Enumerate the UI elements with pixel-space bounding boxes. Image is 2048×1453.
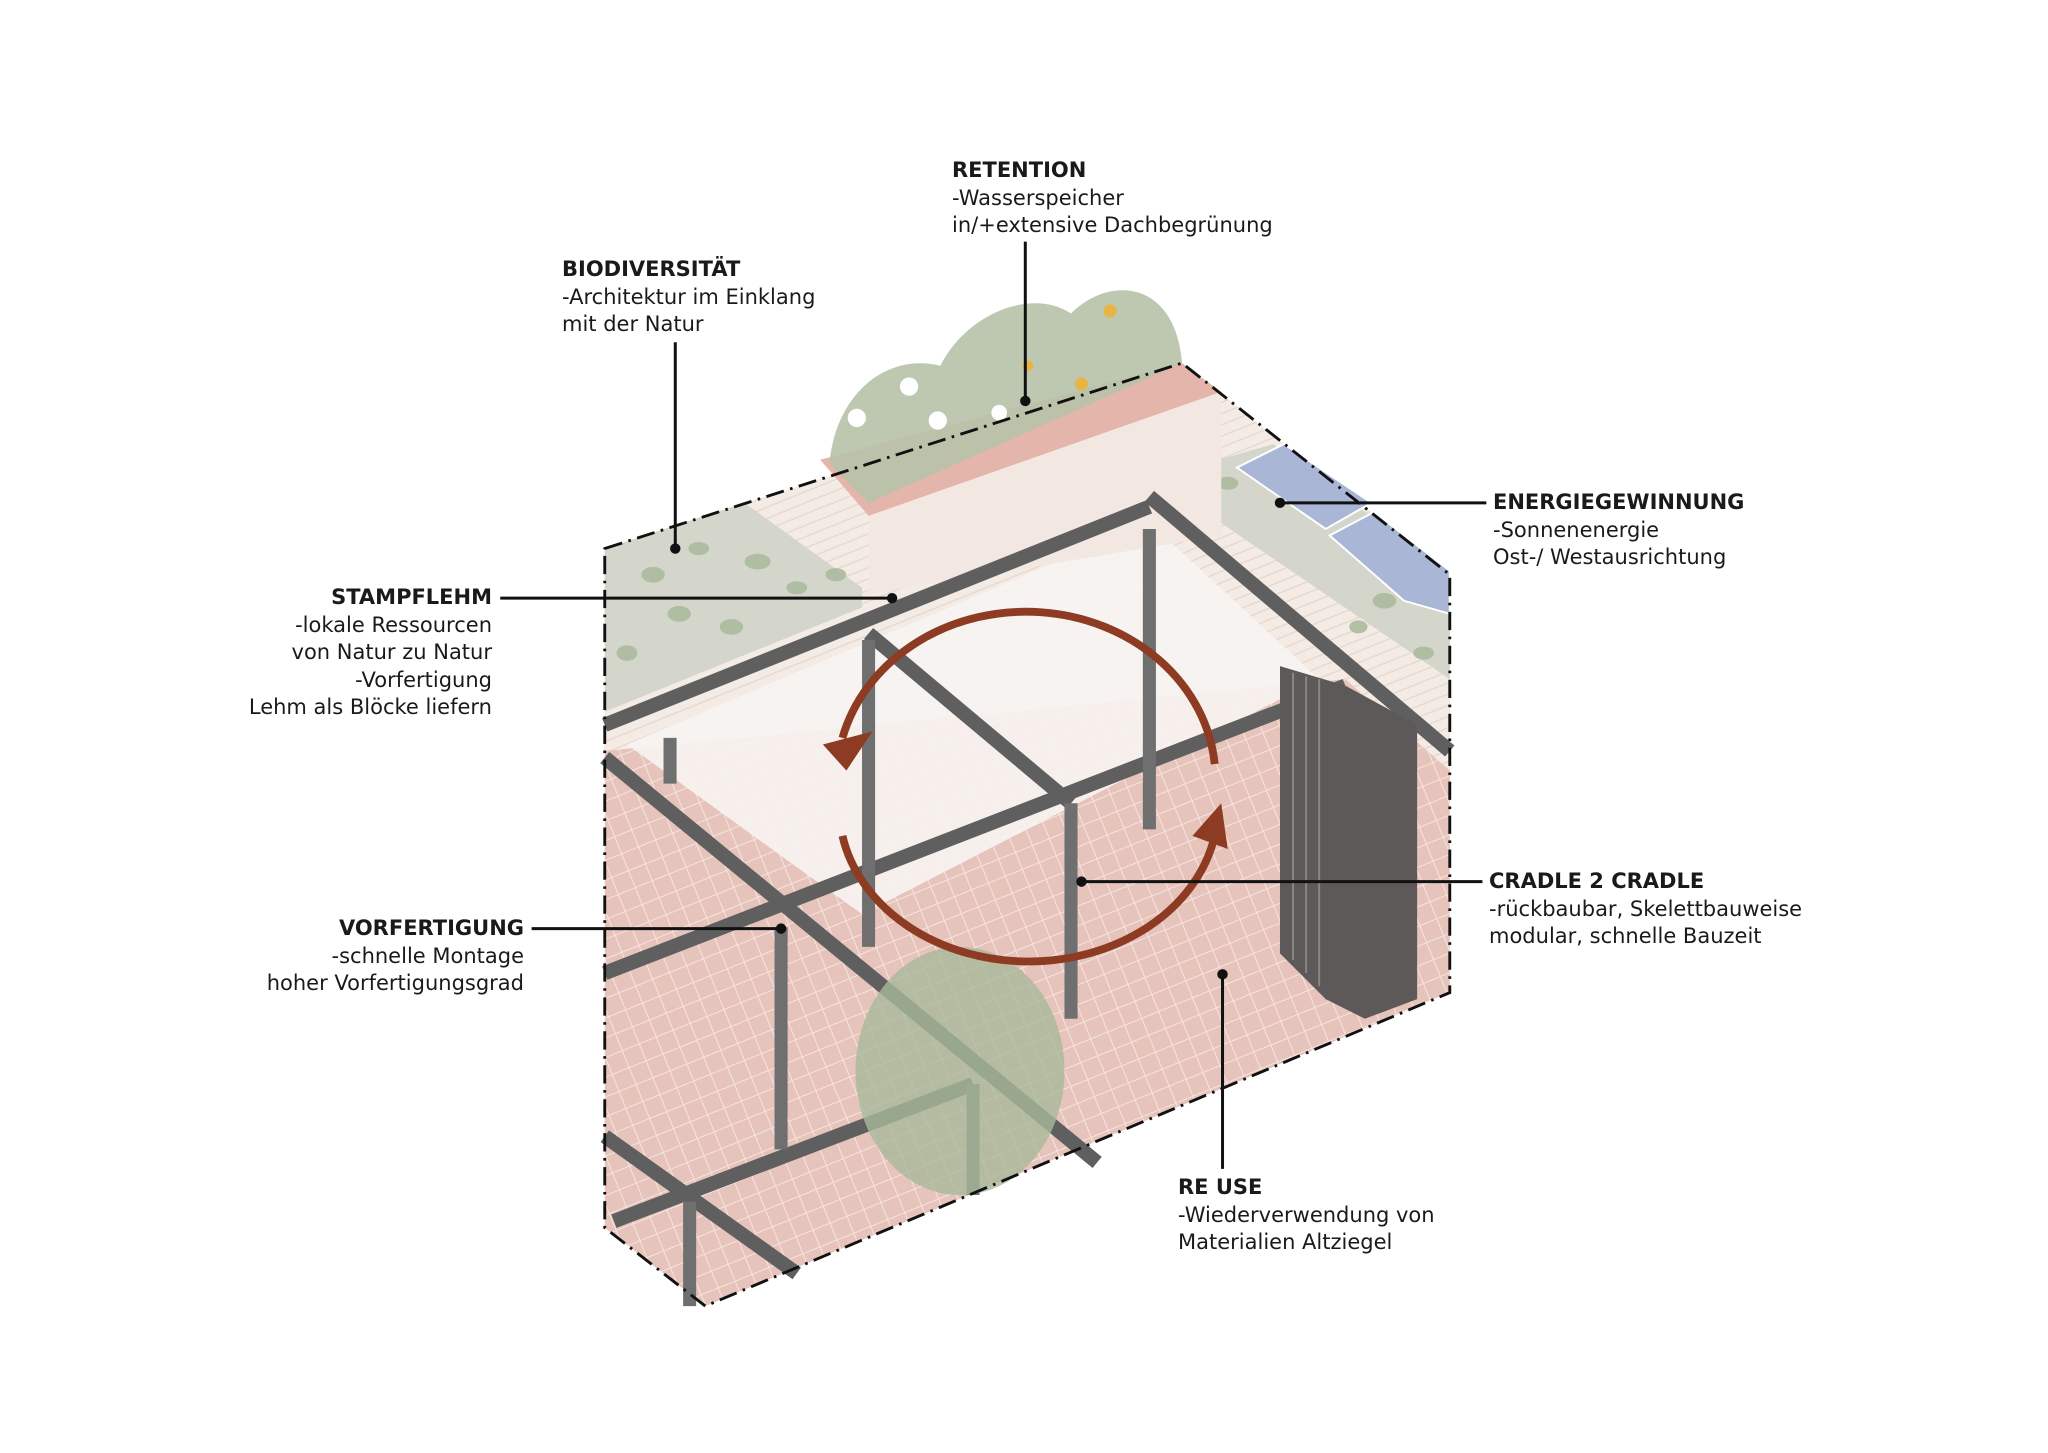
moss-patches bbox=[616, 476, 1435, 661]
leader-dots bbox=[670, 395, 1286, 980]
section-outline bbox=[603, 361, 1452, 1308]
arrow-head-left bbox=[822, 731, 873, 771]
planter-plants bbox=[829, 290, 1183, 503]
annotation-line: -Wasserspeicher bbox=[952, 185, 1124, 210]
green-roof-right bbox=[1182, 444, 1450, 680]
arrow-head-right bbox=[1192, 803, 1228, 849]
annotation-line: von Natur zu Natur bbox=[291, 640, 492, 664]
annotation-re-use: RE USE -Wiederverwendung von Materialien… bbox=[1178, 1174, 1435, 1257]
leader-lines bbox=[500, 241, 1487, 1169]
timber-column bbox=[1279, 666, 1418, 1019]
annotation-line: -Vorfertigung bbox=[355, 667, 492, 692]
annotation-stampflehm: STAMPFLEHM -lokale Ressourcen von Natur … bbox=[249, 584, 492, 722]
annotation-line: hoher Vorfertigungsgrad bbox=[266, 971, 524, 995]
annotation-line: -Sonnenenergie bbox=[1493, 517, 1660, 542]
annotation-title: VORFERTIGUNG bbox=[338, 916, 524, 940]
annotation-line: -rückbaubar, Skelettbauweise bbox=[1489, 896, 1803, 921]
cycle-arrows bbox=[838, 607, 1219, 966]
annotation-line: -Architektur im Einklang bbox=[562, 284, 816, 309]
annotation-line: Lehm als Blöcke liefern bbox=[248, 695, 492, 719]
annotation-line: -Wiederverwendung von bbox=[1178, 1202, 1435, 1227]
annotation-biodiversitaet: BIODIVERSITÄT -Architektur im Einklang m… bbox=[562, 256, 815, 339]
annotation-line: Ost-/ Westausrichtung bbox=[1493, 545, 1727, 569]
annotation-cradle-2-cradle: CRADLE 2 CRADLE -rückbaubar, Skelettbauw… bbox=[1489, 868, 1802, 951]
annotation-line: mit der Natur bbox=[562, 312, 704, 336]
annotation-energiegewinnung: ENERGIEGEWINNUNG -Sonnenenergie Ost-/ We… bbox=[1493, 489, 1744, 572]
annotation-line: in/+extensive Dachbegrünung bbox=[952, 213, 1273, 237]
annotation-line: Materialien Altziegel bbox=[1178, 1230, 1393, 1254]
annotation-title: ENERGIEGEWINNUNG bbox=[1493, 490, 1745, 514]
annotation-title: RE USE bbox=[1178, 1175, 1263, 1199]
annotation-title: RETENTION bbox=[952, 158, 1087, 182]
annotation-title: STAMPFLEHM bbox=[331, 585, 492, 609]
annotation-line: -lokale Ressourcen bbox=[295, 612, 492, 637]
annotation-retention: RETENTION -Wasserspeicher in/+extensive … bbox=[952, 157, 1273, 240]
flowers bbox=[847, 377, 1008, 430]
annotation-line: modular, schnelle Bauzeit bbox=[1489, 924, 1762, 948]
annotation-vorfertigung: VORFERTIGUNG -schnelle Montage hoher Vor… bbox=[267, 915, 524, 998]
green-roof-left bbox=[604, 502, 863, 712]
tree-canopy bbox=[855, 946, 1065, 1196]
annotation-title: BIODIVERSITÄT bbox=[562, 257, 741, 281]
annotation-line: -schnelle Montage bbox=[331, 943, 525, 968]
planter-wall bbox=[868, 391, 1222, 595]
annotation-title: CRADLE 2 CRADLE bbox=[1489, 869, 1705, 893]
